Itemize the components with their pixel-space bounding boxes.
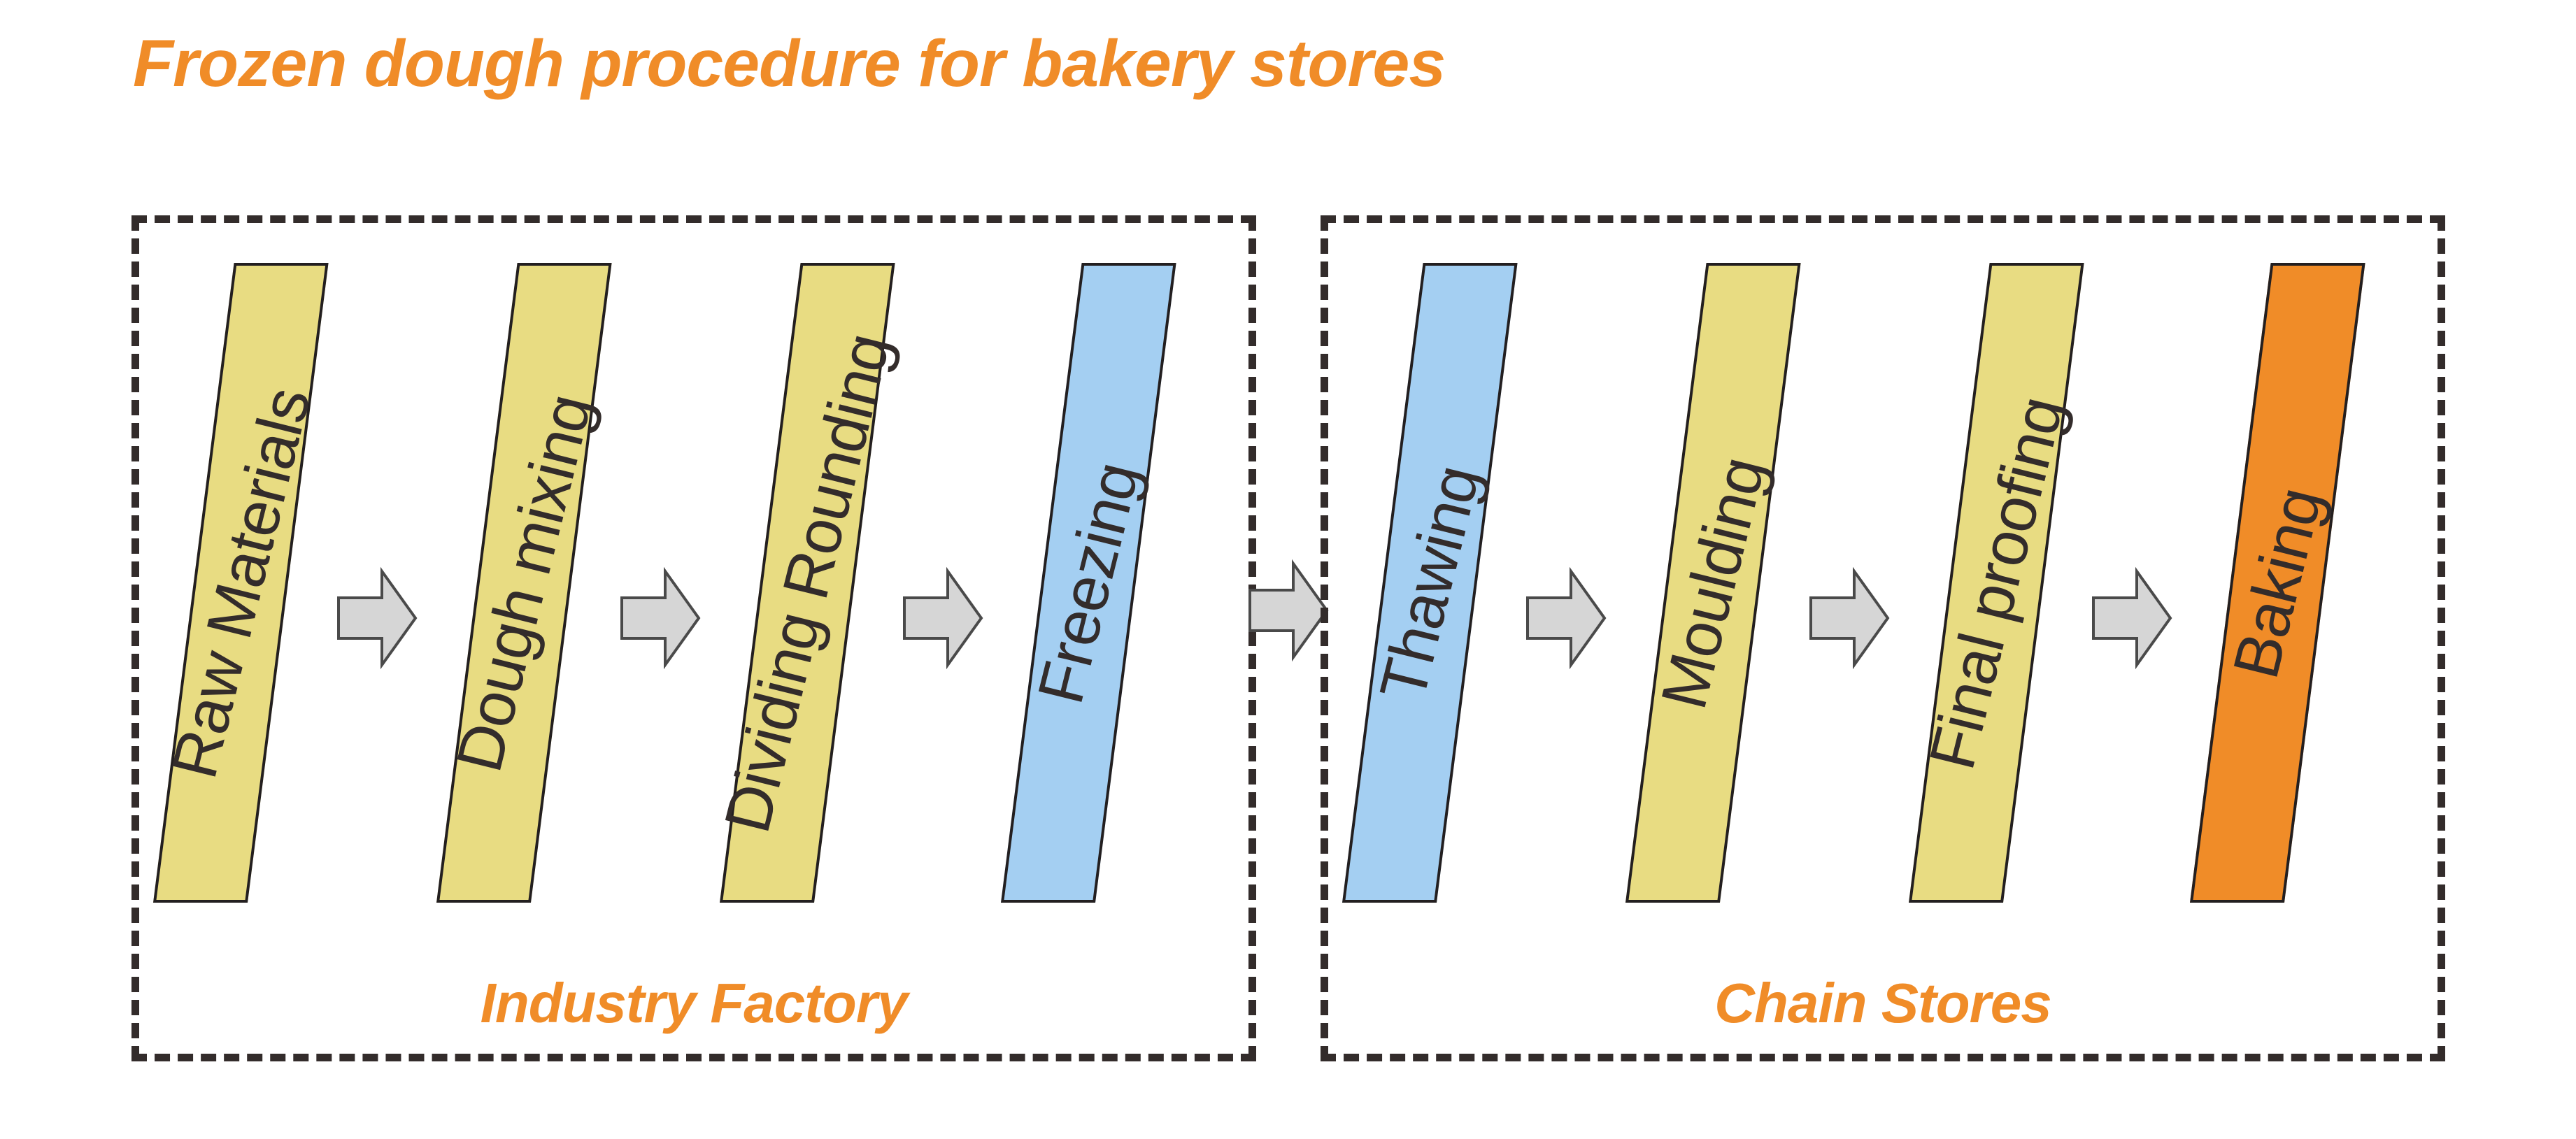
arrow-right-icon: [619, 566, 702, 671]
stage-label: Thawing: [1366, 458, 1493, 708]
stage-thawing[interactable]: Thawing: [1342, 263, 1518, 903]
stage-label: Final proofing: [1916, 389, 2077, 776]
stage-moulding[interactable]: Moulding: [1625, 263, 1801, 903]
stage-baking[interactable]: Baking: [2190, 263, 2365, 903]
arrow-right-icon: [1808, 566, 1891, 671]
arrow-right-icon: [1525, 566, 1607, 671]
page-title: Frozen dough procedure for bakery stores: [133, 27, 1446, 101]
arrow-right-icon: [1247, 558, 1330, 663]
stage-dough-mixing[interactable]: Dough mixing: [436, 263, 612, 903]
stage-raw-materials[interactable]: Raw Materials: [153, 263, 329, 903]
stage-label: Dough mixing: [443, 387, 606, 778]
arrow-right-icon: [2091, 566, 2173, 671]
stage-label: Raw Materials: [157, 380, 324, 785]
stage-label: Freezing: [1024, 455, 1153, 710]
stage-label: Dividing Rounding: [711, 327, 904, 839]
stage-label: Baking: [2219, 480, 2336, 685]
stage-freezing[interactable]: Freezing: [1001, 263, 1176, 903]
group-box-industry-factory: Raw Materials Dough mixing Dividing Roun…: [131, 215, 1256, 1061]
stage-label: Moulding: [1647, 450, 1779, 716]
group-box-chain-stores: Thawing Moulding Final proofing Baking: [1321, 215, 2445, 1061]
arrow-right-icon: [902, 566, 984, 671]
group-caption-chain-stores: Chain Stores: [1714, 972, 2051, 1034]
stage-dividing-rounding[interactable]: Dividing Rounding: [711, 263, 904, 903]
group-caption-industry-factory: Industry Factory: [480, 972, 909, 1034]
stage-final-proofing[interactable]: Final proofing: [1909, 263, 2084, 903]
arrow-right-icon: [336, 566, 418, 671]
